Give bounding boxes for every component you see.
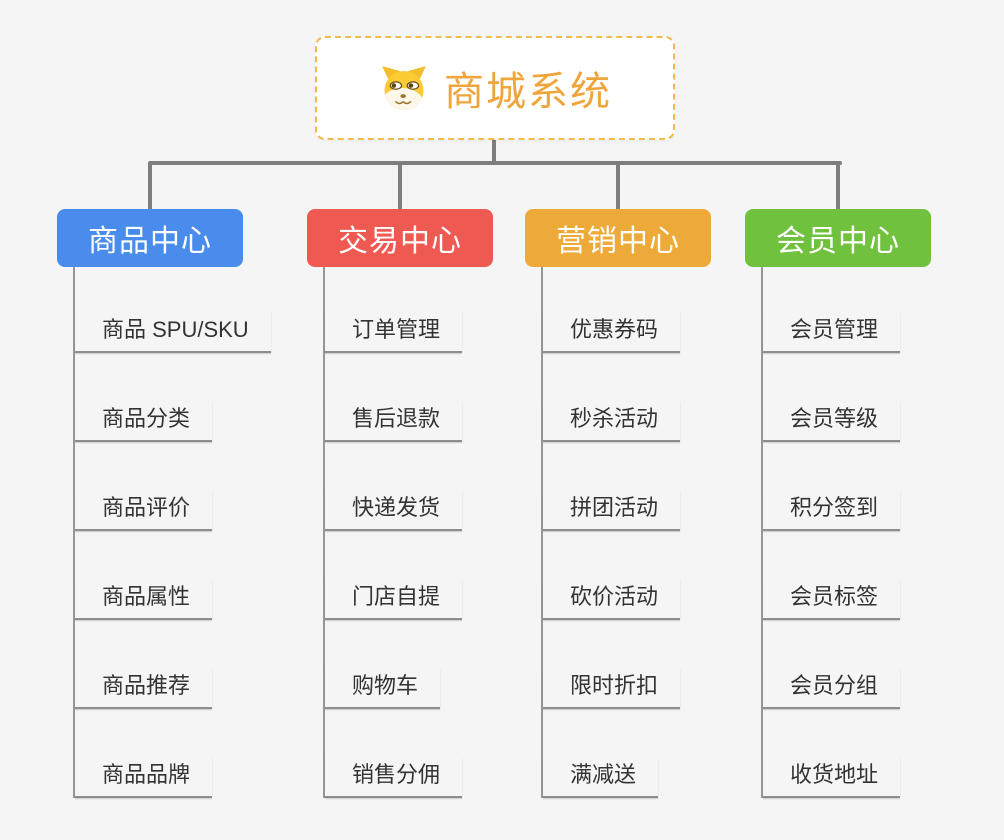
connector-drop	[148, 163, 152, 210]
item-label: 商品属性	[75, 579, 213, 620]
item-node[interactable]: 购物车	[325, 620, 462, 709]
connector-horizontal-rail	[148, 161, 842, 165]
item-label: 快递发货	[325, 490, 463, 531]
item-label: 商品评价	[75, 490, 213, 531]
item-label: 拼团活动	[543, 490, 681, 531]
item-label: 商品品牌	[75, 757, 213, 798]
item-label: 购物车	[325, 668, 441, 709]
branch-label: 营销中心	[556, 225, 680, 258]
item-node[interactable]: 商品分类	[75, 353, 271, 442]
branch-node: 交易中心 订单管理 售后退款 快递发货 门店自提 购物车 销售分佣	[307, 209, 493, 798]
root-node[interactable]: 商城系统	[315, 36, 675, 140]
item-node[interactable]: 商品推荐	[75, 620, 271, 709]
item-node[interactable]: 商品 SPU/SKU	[75, 267, 271, 353]
items-column: 订单管理 售后退款 快递发货 门店自提 购物车 销售分佣	[323, 267, 463, 798]
item-label: 门店自提	[325, 579, 463, 620]
item-node[interactable]: 门店自提	[325, 531, 463, 620]
branch-box[interactable]: 会员中心	[745, 209, 931, 267]
item-label: 满减送	[543, 757, 659, 798]
item-label: 商品推荐	[75, 668, 213, 709]
items-column: 会员管理 会员等级 积分签到 会员标签 会员分组 收货地址	[761, 267, 901, 798]
item-node[interactable]: 优惠券码	[543, 267, 681, 353]
connector-drop	[616, 163, 620, 210]
item-label: 订单管理	[325, 312, 463, 353]
item-node[interactable]: 收货地址	[763, 709, 901, 798]
branch-label: 会员中心	[776, 225, 900, 258]
item-node[interactable]: 销售分佣	[325, 709, 463, 798]
item-node[interactable]: 快递发货	[325, 442, 463, 531]
branch-box[interactable]: 交易中心	[307, 209, 493, 267]
branch-node: 会员中心 会员管理 会员等级 积分签到 会员标签 会员分组 收货地址	[745, 209, 931, 798]
connector-root-trunk	[492, 138, 496, 165]
branch-box[interactable]: 商品中心	[57, 209, 243, 267]
doge-icon	[382, 66, 426, 110]
item-label: 砍价活动	[543, 579, 681, 620]
item-node[interactable]: 会员分组	[763, 620, 901, 709]
items-column: 商品 SPU/SKU 商品分类 商品评价 商品属性 商品推荐 商品品牌	[73, 267, 271, 798]
item-node[interactable]: 积分签到	[763, 442, 901, 531]
branch-node: 营销中心 优惠券码 秒杀活动 拼团活动 砍价活动 限时折扣 满减送	[525, 209, 711, 798]
item-node[interactable]: 订单管理	[325, 267, 463, 353]
items-column: 优惠券码 秒杀活动 拼团活动 砍价活动 限时折扣 满减送	[541, 267, 681, 798]
item-label: 收货地址	[763, 757, 901, 798]
connector-drop	[398, 163, 402, 210]
item-node[interactable]: 售后退款	[325, 353, 463, 442]
connector-drop	[836, 163, 840, 210]
item-label: 限时折扣	[543, 668, 681, 709]
item-label: 优惠券码	[543, 312, 681, 353]
item-label: 会员标签	[763, 579, 901, 620]
branch-box[interactable]: 营销中心	[525, 209, 711, 267]
item-node[interactable]: 满减送	[543, 709, 680, 798]
item-node[interactable]: 会员等级	[763, 353, 901, 442]
item-node[interactable]: 拼团活动	[543, 442, 681, 531]
item-node[interactable]: 会员标签	[763, 531, 901, 620]
item-node[interactable]: 会员管理	[763, 267, 901, 353]
branch-label: 交易中心	[338, 225, 462, 258]
branch-node: 商品中心 商品 SPU/SKU 商品分类 商品评价 商品属性 商品推荐 商品品牌	[57, 209, 271, 798]
item-node[interactable]: 商品属性	[75, 531, 271, 620]
branch-label: 商品中心	[88, 225, 212, 258]
item-label: 会员管理	[763, 312, 901, 353]
item-label: 会员等级	[763, 401, 901, 442]
item-label: 会员分组	[763, 668, 901, 709]
item-node[interactable]: 秒杀活动	[543, 353, 681, 442]
item-label: 售后退款	[325, 401, 463, 442]
item-label: 商品分类	[75, 401, 213, 442]
item-node[interactable]: 商品评价	[75, 442, 271, 531]
item-label: 积分签到	[763, 490, 901, 531]
root-title: 商城系统	[444, 70, 612, 114]
item-node[interactable]: 砍价活动	[543, 531, 681, 620]
item-label: 商品 SPU/SKU	[75, 312, 271, 353]
item-label: 秒杀活动	[543, 401, 681, 442]
item-label: 销售分佣	[325, 757, 463, 798]
item-node[interactable]: 商品品牌	[75, 709, 271, 798]
item-node[interactable]: 限时折扣	[543, 620, 681, 709]
